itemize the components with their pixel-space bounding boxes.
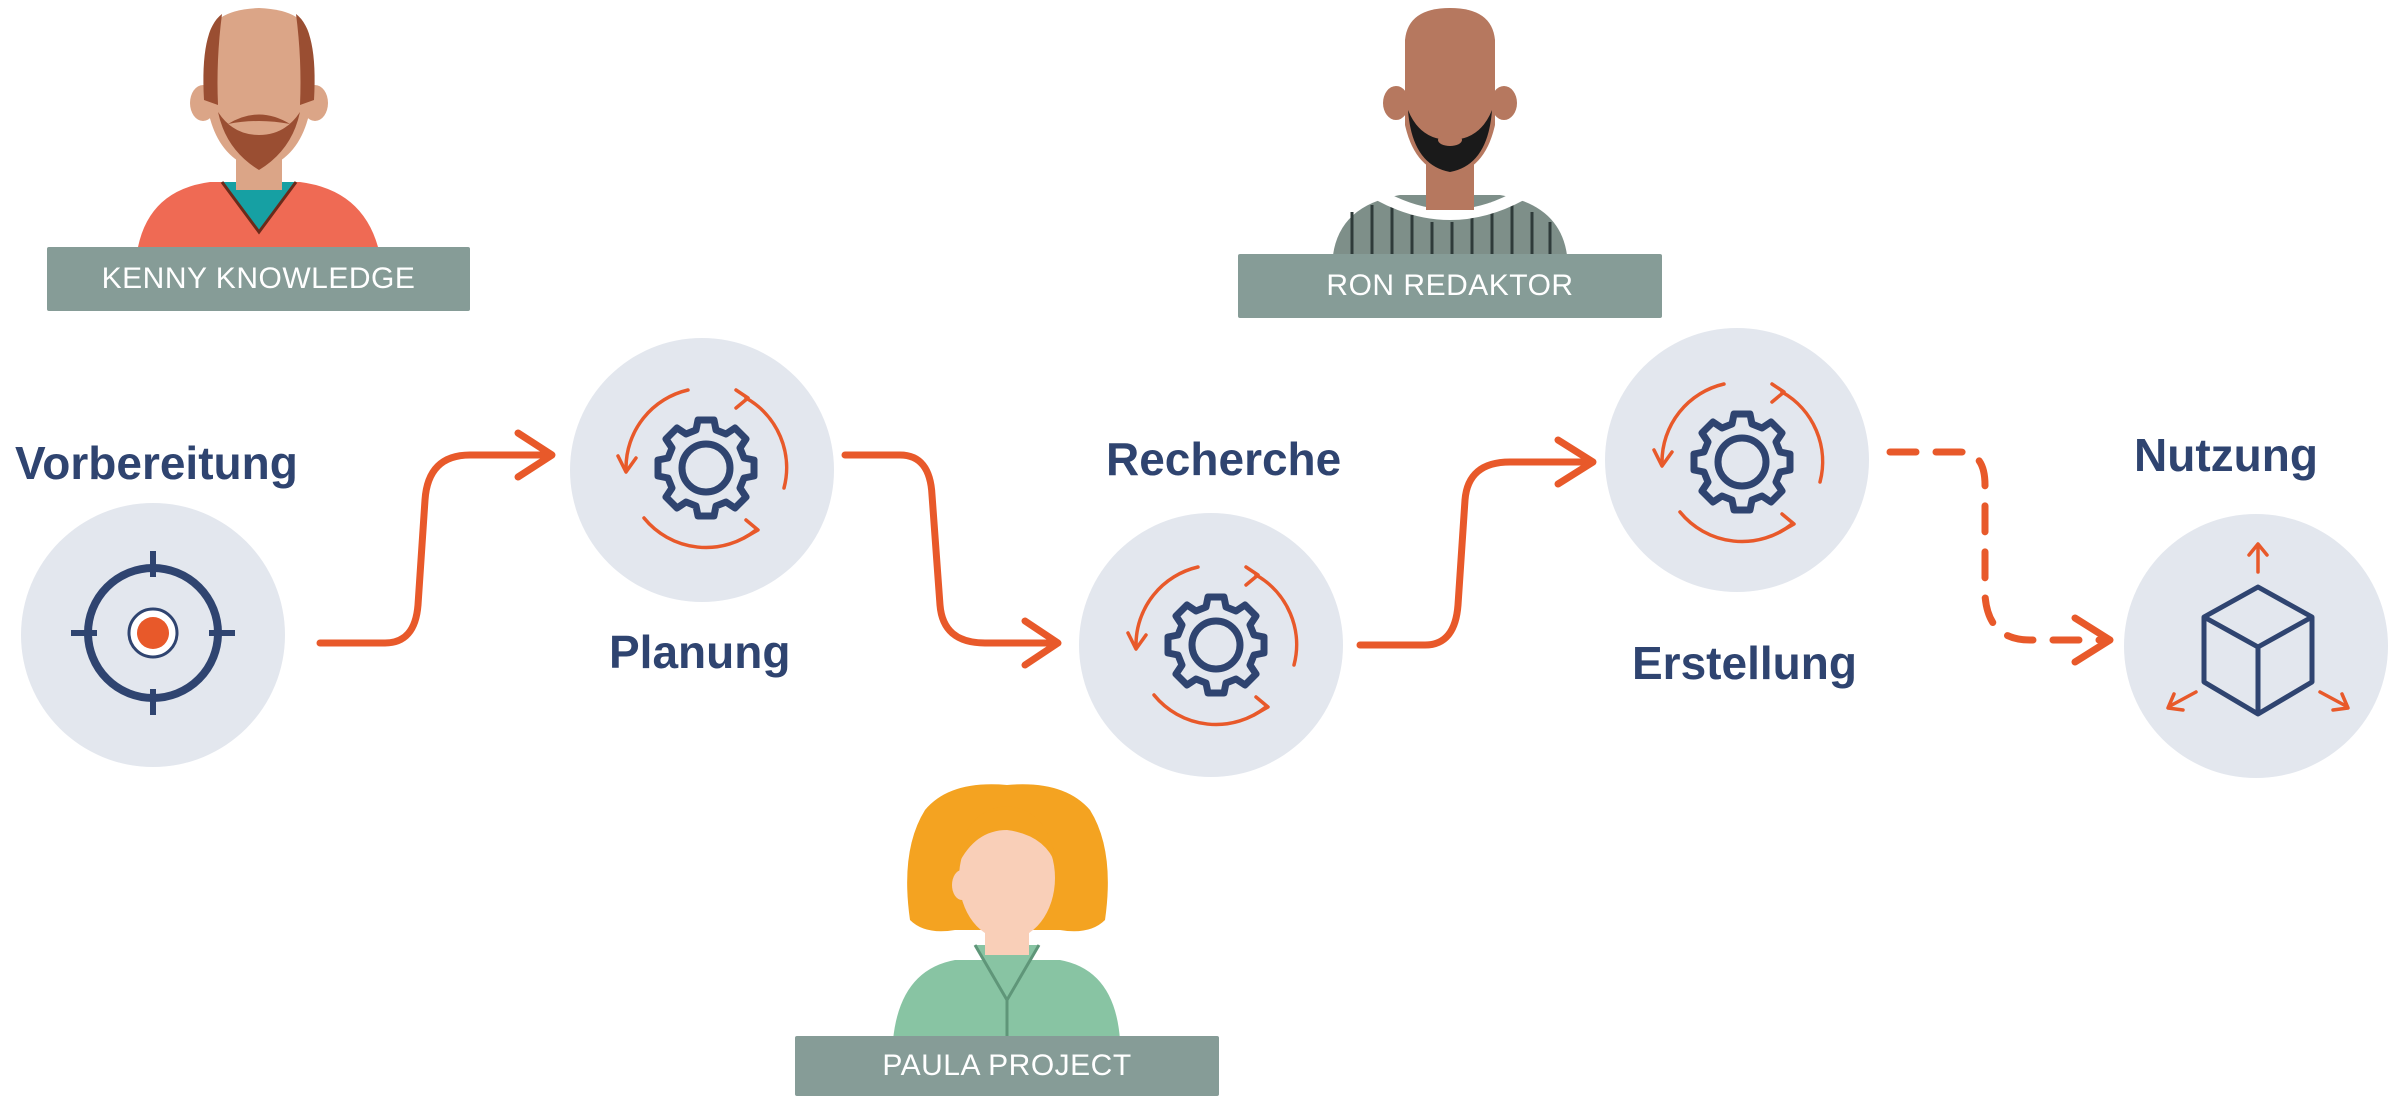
avatar-kenny <box>138 8 378 247</box>
stage-label-nutzung: Nutzung <box>2134 429 2318 481</box>
arrowhead-nutzung <box>2071 614 2114 666</box>
persona-tag-kenny: KENNY KNOWLEDGE <box>47 247 470 311</box>
stage-circle-erstellung <box>1605 328 1869 592</box>
stage-label-erstellung: Erstellung <box>1632 637 1857 689</box>
stage-label-recherche: Recherche <box>1106 433 1342 485</box>
stage-circle-recherche <box>1079 513 1343 777</box>
arrowhead-erstellung <box>1554 436 1597 488</box>
avatar-paula <box>893 784 1120 1040</box>
connector-vorbereitung-planung <box>316 451 554 647</box>
connector-planung-recherche <box>841 451 1059 647</box>
avatar-ron <box>1333 8 1567 255</box>
target-icon <box>71 551 235 715</box>
connector-recherche-erstellung <box>1356 458 1594 649</box>
arrowhead-recherche <box>1021 617 1062 669</box>
connector-erstellung-nutzung <box>1886 448 2109 644</box>
arrowhead-planung <box>514 429 556 481</box>
stage-label-vorbereitung: Vorbereitung <box>15 437 298 489</box>
persona-tag-ron: RON REDAKTOR <box>1238 254 1662 318</box>
persona-tag-paula: PAULA PROJECT <box>795 1036 1219 1096</box>
cube-icon <box>2166 542 2350 717</box>
stage-label-planung: Planung <box>609 626 791 678</box>
stage-circle-planung <box>570 338 834 602</box>
